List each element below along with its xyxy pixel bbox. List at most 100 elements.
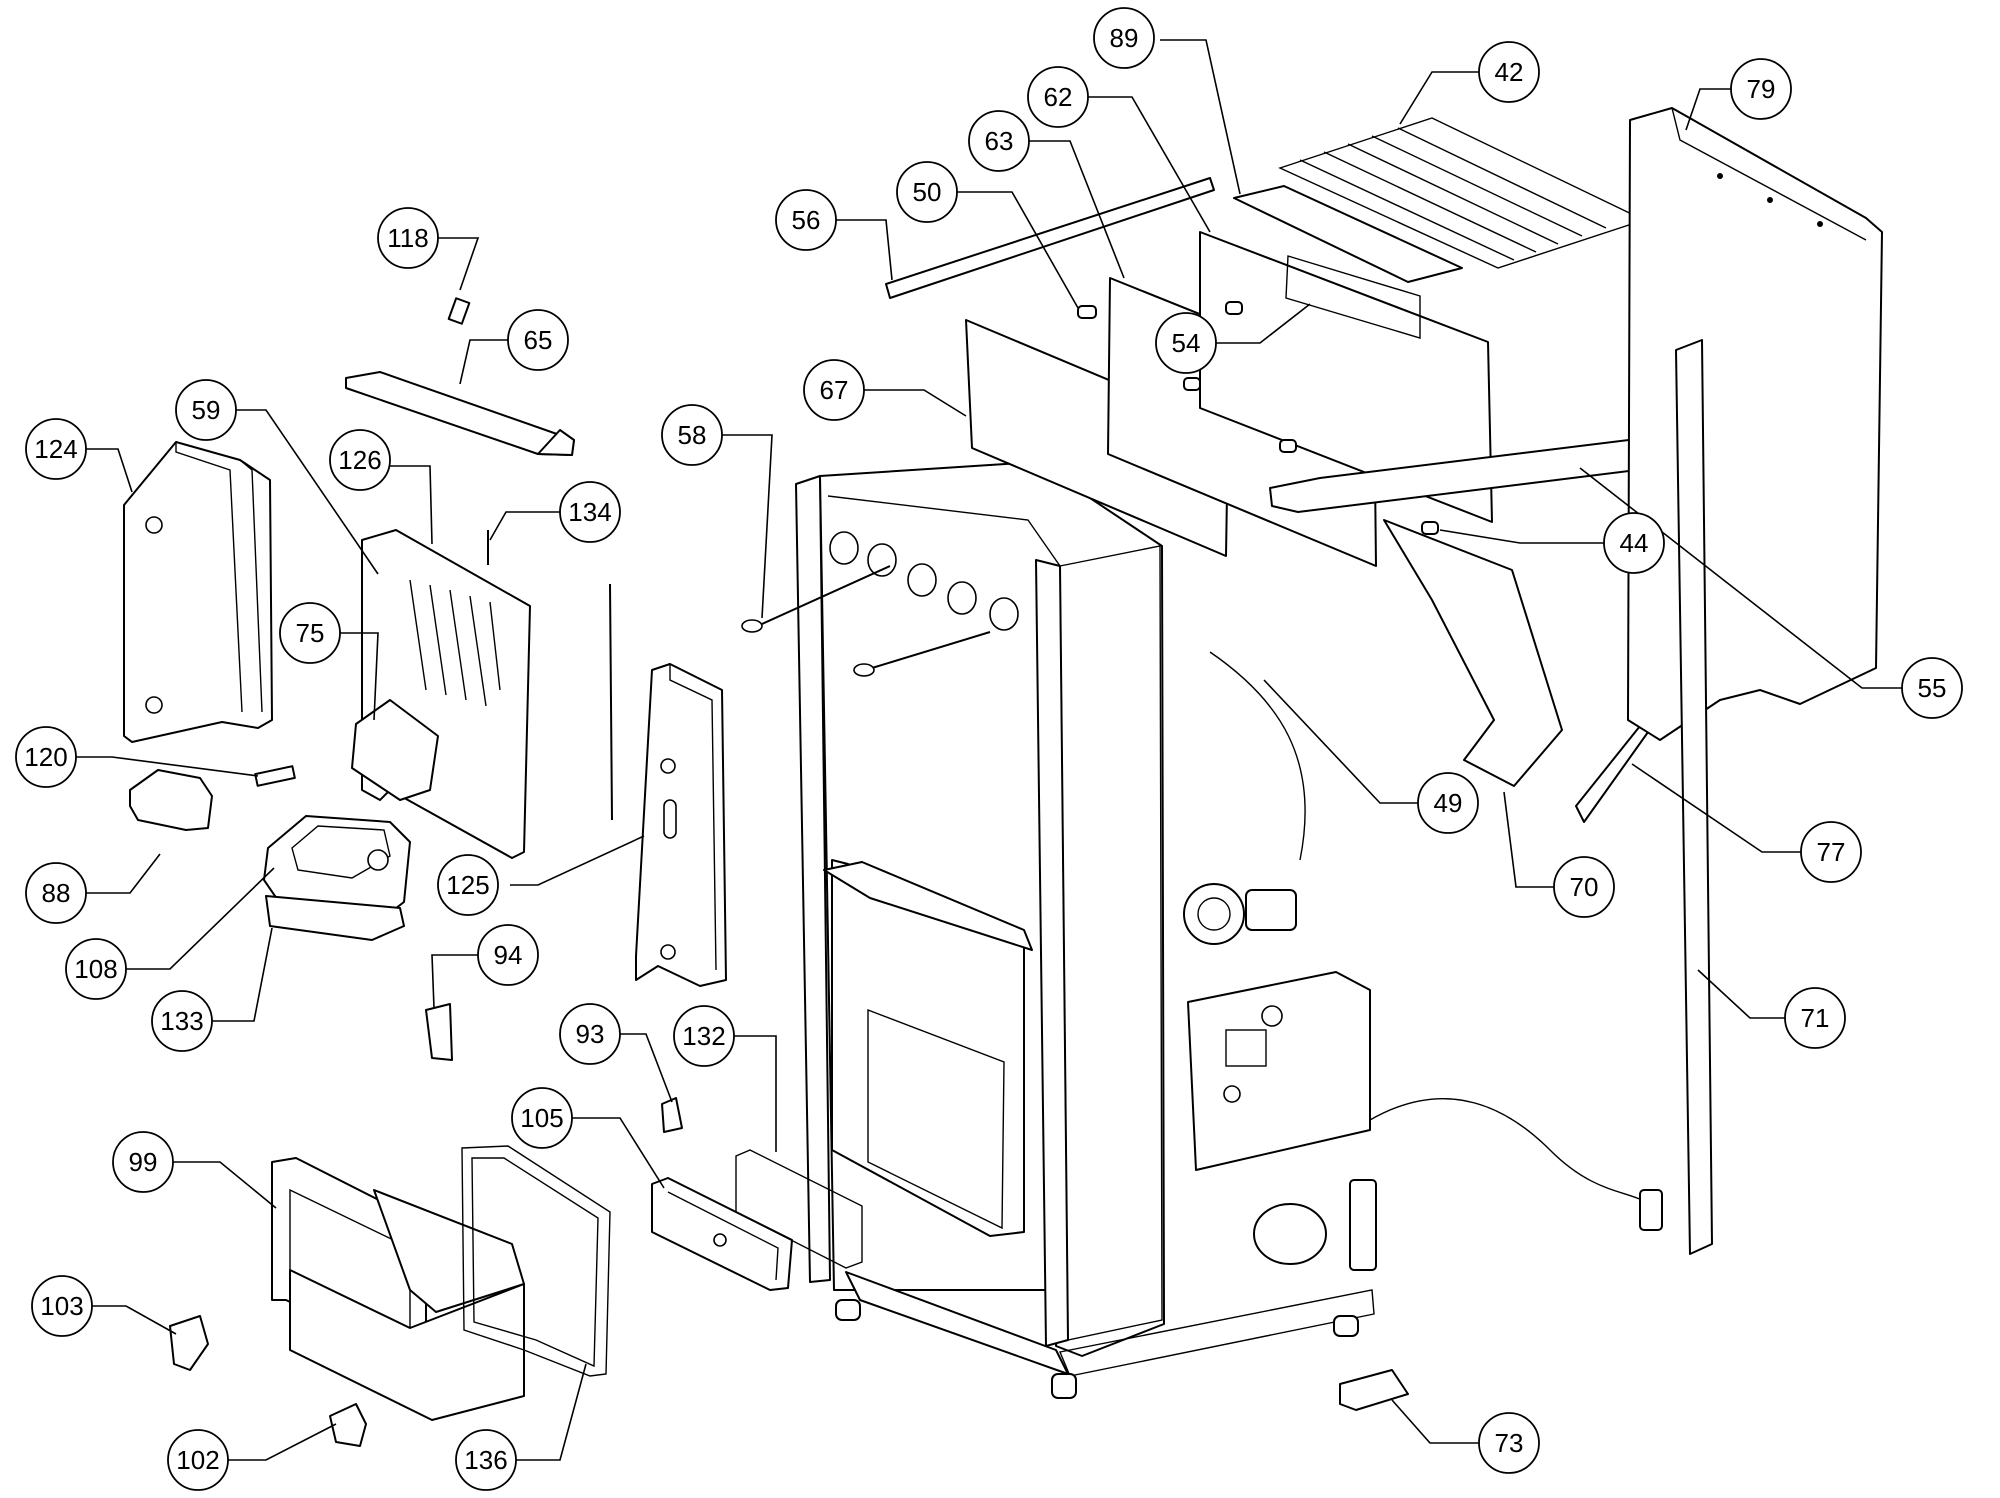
callout-50: 50: [896, 161, 958, 223]
part-126-back-plate: [361, 529, 531, 859]
svg-text:50: 50: [913, 177, 942, 207]
callout-56: 56: [775, 189, 837, 251]
svg-text:136: 136: [464, 1445, 507, 1475]
part-103-latch: [169, 1315, 209, 1371]
svg-text:62: 62: [1044, 82, 1073, 112]
svg-text:120: 120: [24, 742, 67, 772]
svg-text:42: 42: [1495, 57, 1524, 87]
part-124-side-panel: [123, 441, 273, 743]
part-94-bracket: [425, 1003, 453, 1061]
part-pressure-switch: [1253, 1179, 1377, 1271]
part-stove-body: [795, 461, 1375, 1399]
part-118-screw: [447, 297, 471, 325]
part-control-board: [1187, 971, 1371, 1171]
svg-text:70: 70: [1570, 872, 1599, 902]
callout-77: 77: [1800, 821, 1862, 883]
svg-text:63: 63: [985, 126, 1014, 156]
callout-70: 70: [1553, 856, 1615, 918]
callout-59: 59: [175, 379, 237, 441]
part-54-inner-plate: [1285, 255, 1421, 339]
svg-text:75: 75: [296, 618, 325, 648]
callout-120: 120: [15, 726, 77, 788]
callout-71: 71: [1784, 987, 1846, 1049]
callout-134: 134: [559, 481, 621, 543]
part-120-pin: [254, 765, 296, 787]
callout-132: 132: [673, 1005, 735, 1067]
callout-94: 94: [477, 924, 539, 986]
svg-text:88: 88: [42, 878, 71, 908]
svg-text:89: 89: [1110, 23, 1139, 53]
callout-49: 49: [1417, 772, 1479, 834]
part-88-cap: [129, 769, 213, 831]
part-125-door-frame: [635, 663, 727, 987]
part-132-frame: [735, 1149, 863, 1269]
part-89-top-plate: [1233, 185, 1463, 283]
svg-text:133: 133: [160, 1006, 203, 1036]
svg-text:54: 54: [1172, 328, 1201, 358]
callout-124: 124: [25, 418, 87, 480]
part-58-rods: [741, 565, 991, 677]
svg-text:126: 126: [338, 445, 381, 475]
svg-text:102: 102: [176, 1445, 219, 1475]
svg-text:134: 134: [568, 497, 611, 527]
callout-65: 65: [507, 309, 569, 371]
part-136-gasket: [461, 1145, 611, 1377]
leader-lines: [56, 39, 1902, 1461]
callout-42: 42: [1478, 41, 1540, 103]
svg-text:56: 56: [792, 205, 821, 235]
part-50-pins: [1077, 301, 1297, 453]
callout-118: 118: [377, 207, 439, 269]
part-65-cover-plate: [345, 371, 575, 456]
svg-text:94: 94: [494, 940, 523, 970]
part-49-hose: [1209, 651, 1306, 861]
part-power-cable: [1369, 1098, 1663, 1231]
part-133-base-tray: [265, 895, 405, 941]
part-56-bracket-bar: [885, 177, 1215, 299]
callout-79: 79: [1730, 58, 1792, 120]
part-44-pin: [1421, 521, 1439, 535]
callout-103: 103: [31, 1275, 93, 1337]
part-79-back-panel: [1627, 107, 1883, 741]
svg-text:71: 71: [1801, 1003, 1830, 1033]
callout-99: 99: [112, 1131, 174, 1193]
callout-44: 44: [1603, 512, 1665, 574]
part-ash-box: [289, 1189, 525, 1421]
part-70-deflector: [1383, 519, 1563, 787]
callout-93: 93: [559, 1003, 621, 1065]
callout-105: 105: [511, 1087, 573, 1149]
part-42-grate-rack: [1278, 117, 1646, 269]
part-105-handle-plate: [651, 1177, 793, 1291]
svg-text:55: 55: [1918, 673, 1947, 703]
callout-102: 102: [167, 1429, 229, 1491]
callout-108: 108: [65, 938, 127, 1000]
svg-text:93: 93: [576, 1019, 605, 1049]
part-73-foot-bracket: [1339, 1369, 1409, 1411]
svg-text:67: 67: [820, 375, 849, 405]
callout-73: 73: [1478, 1412, 1540, 1474]
callout-63: 63: [968, 110, 1030, 172]
callout-126: 126: [329, 429, 391, 491]
svg-text:124: 124: [34, 434, 77, 464]
svg-text:44: 44: [1620, 528, 1649, 558]
svg-text:105: 105: [520, 1103, 563, 1133]
callout-89: 89: [1093, 7, 1155, 69]
svg-text:73: 73: [1495, 1428, 1524, 1458]
svg-text:49: 49: [1434, 788, 1463, 818]
svg-text:58: 58: [678, 420, 707, 450]
svg-text:77: 77: [1817, 837, 1846, 867]
callout-67: 67: [803, 359, 865, 421]
callout-75: 75: [279, 602, 341, 664]
part-93-clip: [661, 1097, 683, 1133]
svg-text:125: 125: [446, 870, 489, 900]
svg-text:59: 59: [192, 395, 221, 425]
svg-text:103: 103: [40, 1291, 83, 1321]
svg-text:99: 99: [129, 1147, 158, 1177]
svg-text:108: 108: [74, 954, 117, 984]
callout-125: 125: [437, 854, 499, 916]
part-134-long-rod: [609, 583, 613, 821]
svg-text:118: 118: [387, 223, 428, 253]
callout-58: 58: [661, 404, 723, 466]
svg-text:79: 79: [1747, 74, 1776, 104]
callout-55: 55: [1901, 657, 1963, 719]
